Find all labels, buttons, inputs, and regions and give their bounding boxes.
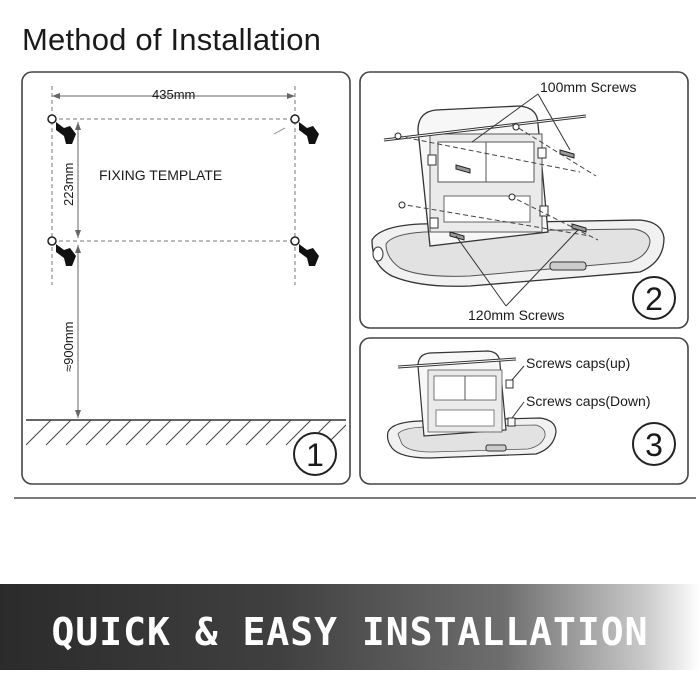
floor-hatch-icon (26, 419, 346, 446)
screw-icon (512, 123, 520, 131)
floor-dimension-label: ≈900mm (61, 322, 76, 372)
height-dimension-label: 223mm (61, 163, 76, 206)
screw-icon (394, 132, 402, 140)
banner-text: QUICK & EASY INSTALLATION (51, 610, 649, 654)
screw-icon (508, 193, 516, 201)
page-title: Method of Installation (22, 22, 322, 57)
step-2-badge: 2 (632, 276, 676, 320)
baby-changing-station-icon (386, 350, 557, 459)
step-2-frame (359, 71, 689, 329)
step-1-frame (21, 71, 351, 485)
step-2-panel: 100mm Screws 120mm Screws 2 (359, 71, 689, 329)
screws-caps-up-label: Screws caps(up) (526, 355, 630, 371)
svg-text:2: 2 (645, 281, 663, 317)
step-3-panel: Screws caps(up) Screws caps(Down) 3 (359, 337, 689, 485)
width-dimension-label: 435mm (152, 87, 195, 102)
fixing-template-label: FIXING TEMPLATE (99, 167, 222, 183)
step-1-panel: 435mm 223mm ≈900mm FIXING TEMPLATE (21, 71, 351, 485)
drill-icon (47, 114, 76, 144)
svg-text:1: 1 (306, 437, 324, 473)
section-divider (14, 497, 696, 499)
100mm-screws-label: 100mm Screws (540, 79, 636, 95)
baby-changing-station-icon (371, 105, 665, 287)
drill-icon (290, 236, 319, 266)
screw-icon (398, 201, 406, 209)
step-3-badge: 3 (632, 422, 676, 466)
120mm-screws-label: 120mm Screws (468, 307, 564, 323)
drill-icon (290, 114, 319, 144)
step-3-frame (359, 337, 689, 485)
banner (0, 584, 700, 670)
step-1-badge: 1 (293, 432, 337, 476)
svg-text:3: 3 (645, 427, 663, 463)
drill-icon (47, 236, 76, 266)
screws-caps-down-label: Screws caps(Down) (526, 393, 650, 409)
